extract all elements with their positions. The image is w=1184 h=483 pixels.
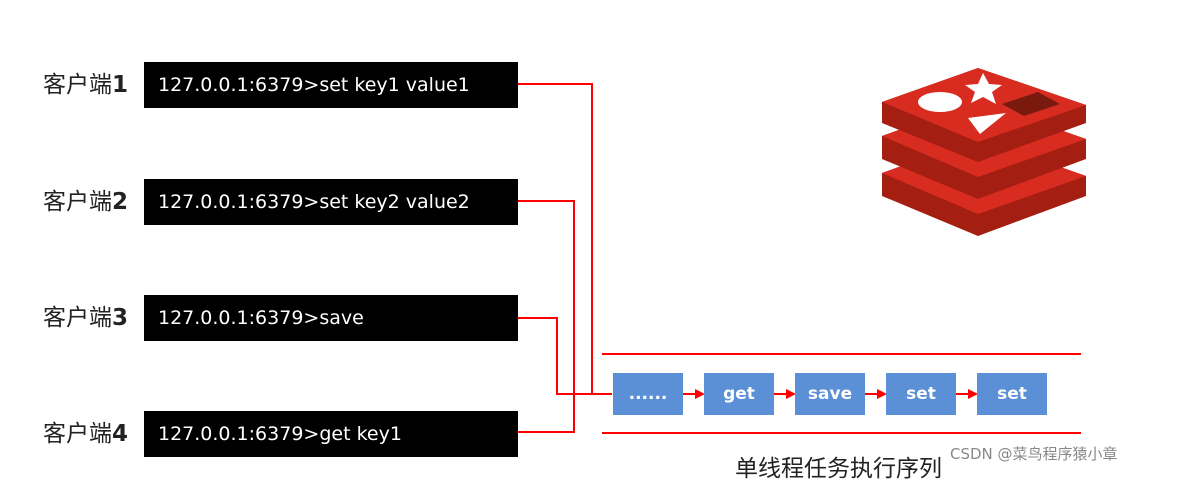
client-number: 3: [112, 305, 129, 331]
terminal-command-4: 127.0.0.1:6379>get key1: [144, 411, 518, 457]
connector-wires: [518, 83, 1081, 434]
client-number: 1: [112, 72, 129, 98]
client-label-text: 客户端: [43, 72, 112, 98]
client-label-4: 客户端4: [43, 416, 143, 452]
queue-task-1: ......: [613, 373, 683, 415]
queue-caption: 单线程任务执行序列: [735, 456, 942, 482]
terminal-command-2: 127.0.0.1:6379>set key2 value2: [144, 179, 518, 225]
queue-task-2: get: [704, 373, 774, 415]
client-number: 4: [112, 421, 129, 447]
redis-logo-icon: [882, 68, 1086, 236]
watermark: CSDN @菜鸟程序猿小章: [950, 445, 1118, 463]
terminal-command-1: 127.0.0.1:6379>set key1 value1: [144, 62, 518, 108]
client-number: 2: [112, 189, 129, 215]
client-label-1: 客户端1: [43, 67, 143, 103]
wire-client-1: [518, 83, 612, 395]
queue-task-4: set: [886, 373, 956, 415]
queue-task-5: set: [977, 373, 1047, 415]
client-label-3: 客户端3: [43, 300, 143, 336]
client-label-2: 客户端2: [43, 184, 143, 220]
client-label-text: 客户端: [43, 189, 112, 215]
wire-client-3: [518, 317, 612, 395]
client-label-text: 客户端: [43, 421, 112, 447]
client-label-text: 客户端: [43, 305, 112, 331]
wire-client-2: [518, 200, 575, 394]
wire-client-4: [518, 394, 575, 433]
terminal-command-3: 127.0.0.1:6379>save: [144, 295, 518, 341]
queue-task-3: save: [795, 373, 865, 415]
